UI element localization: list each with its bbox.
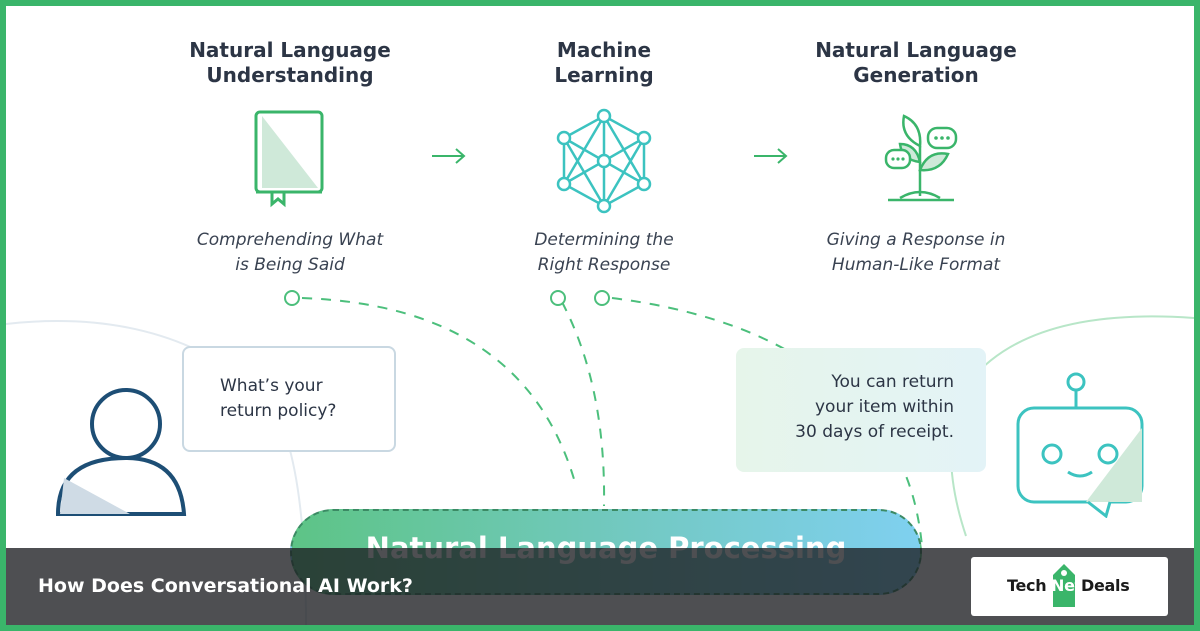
user-icon [55,388,187,516]
stage-desc-nlu: Comprehending What is Being Said [196,230,384,275]
caption-title: How Does Conversational AI Work? [38,575,413,597]
stage-title-ml: Machine Learning [554,38,654,87]
logo-tech: Tech [1007,576,1047,595]
stage-title-nlu: Natural Language Understanding [189,38,391,87]
user-message-bubble: What’s your return policy? [182,346,396,452]
tag-icon [1053,564,1075,607]
arrow-right-icon [432,148,466,164]
plant-chat-icon [884,114,958,202]
chatbot-icon [1016,372,1144,518]
stage-desc-ml: Determining the Right Response [534,230,674,275]
bot-message-bubble: You can return your item within 30 days … [736,348,986,472]
network-icon [556,108,652,214]
diagram-canvas: Natural Language Understanding Comprehen… [6,6,1194,625]
logo-deals: Deals [1081,576,1130,595]
book-icon [254,110,324,208]
arrow-right-icon [754,148,788,164]
logo[interactable]: Tech Net Deals [971,557,1168,616]
stage-title-nlg: Natural Language Generation [815,38,1017,87]
stage-desc-nlg: Giving a Response in Human-Like Format [826,230,1006,275]
logo-net: Net [1051,576,1082,595]
